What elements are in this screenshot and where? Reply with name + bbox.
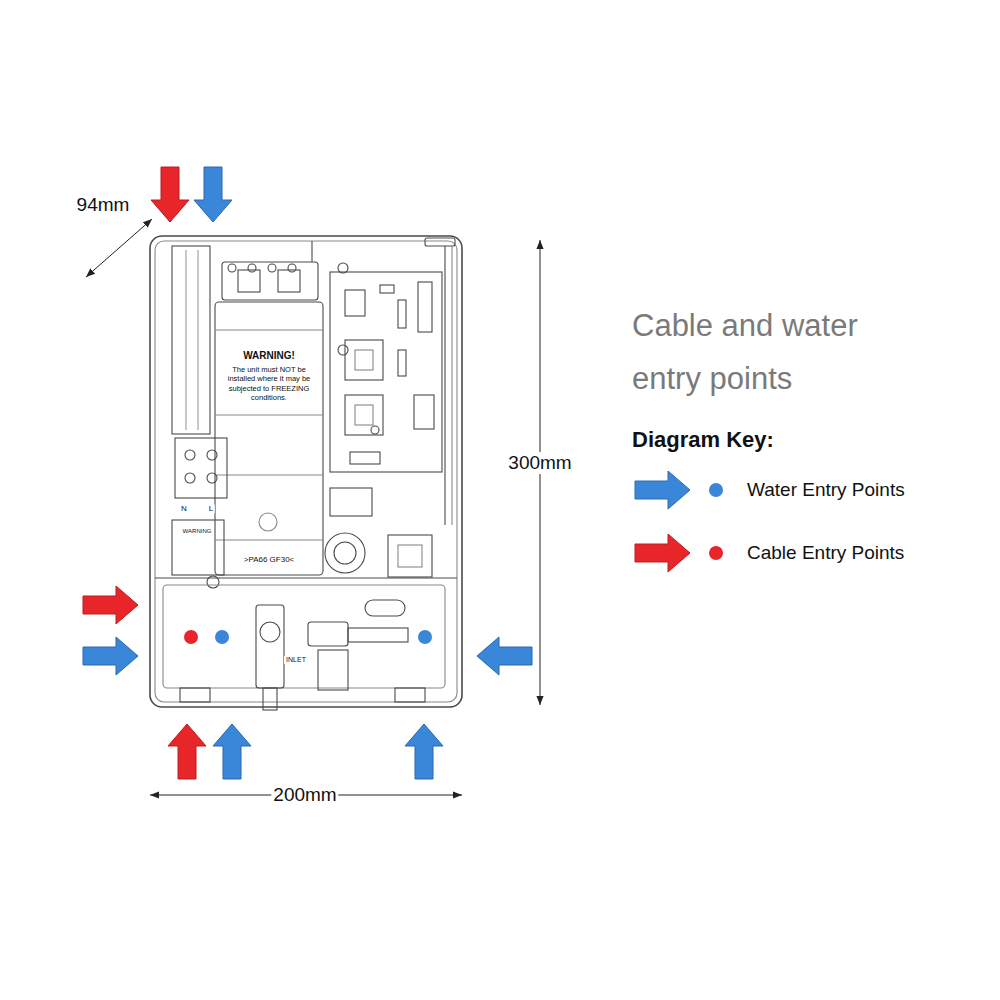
relay-core: [355, 405, 373, 425]
component: [398, 300, 406, 328]
housing-tab: [425, 238, 455, 246]
legend-dot: [709, 546, 723, 560]
tank-line: [215, 414, 323, 415]
legend-arrow: [635, 534, 690, 572]
dimension-label: 94mm: [75, 194, 132, 216]
housing-outline: [150, 236, 462, 707]
inlet-body: [256, 605, 284, 688]
foot: [395, 688, 425, 702]
warning-note: The unit must NOT be installed where it …: [219, 365, 319, 403]
bolt: [338, 345, 348, 355]
legend-heading: Diagram Key:: [632, 427, 774, 452]
relay-core: [355, 350, 373, 370]
dimension-label: 300mm: [506, 452, 573, 474]
legend-dot: [709, 483, 723, 497]
bolt: [248, 264, 256, 272]
terminal-label: N: [179, 504, 189, 513]
tank-line: [215, 539, 323, 540]
terminal-screw: [207, 450, 217, 460]
title-text: Cable and water entry points: [632, 299, 907, 405]
component: [418, 282, 432, 332]
shower-unit-drawing: [150, 236, 462, 710]
cable-entry-arrow: [151, 167, 189, 222]
water-entry-arrow: [213, 724, 251, 779]
side-rail: [444, 246, 445, 525]
water-entry-dot: [215, 630, 229, 644]
relay: [345, 395, 383, 435]
housing-seam: [311, 241, 312, 262]
warning-sticker: [172, 520, 224, 575]
component: [398, 350, 406, 376]
legend-arrow: [635, 471, 690, 509]
control-board: [330, 272, 442, 472]
pipe: [308, 622, 348, 646]
component: [345, 290, 365, 316]
legend-text: Water Entry Points: [747, 479, 905, 501]
inlet-nozzle: [263, 688, 277, 710]
water-entry-arrow: [405, 724, 443, 779]
terminal-screw: [185, 473, 195, 483]
cable-channel: [172, 246, 210, 434]
lower-chamber: [163, 585, 445, 688]
tank-line: [215, 329, 323, 330]
bolt: [288, 264, 296, 272]
water-entry-arrow: [194, 167, 232, 222]
legend-item: Cable Entry Points: [632, 531, 972, 575]
bolt: [268, 264, 276, 272]
bolt: [371, 426, 379, 434]
cable-entry-arrow: [83, 586, 138, 624]
tank-cap: [222, 262, 318, 300]
recycle-mark: [259, 513, 277, 531]
terminal-screw: [207, 473, 217, 483]
water-entry-dot: [418, 630, 432, 644]
depth-dimension: [86, 219, 152, 277]
component: [380, 285, 394, 293]
connector: [350, 452, 380, 464]
solenoid-core: [398, 545, 422, 567]
sticker-label: WARNING: [181, 528, 214, 535]
foot: [180, 688, 210, 702]
bracket: [318, 650, 348, 690]
channel-line: [185, 250, 186, 430]
legend-swatch: [632, 531, 732, 575]
relay: [345, 340, 383, 380]
water-entry-arrow: [477, 637, 532, 675]
terminal-block: [175, 438, 227, 498]
solenoid: [388, 535, 432, 577]
warning-heading: WARNING!: [241, 350, 297, 362]
cap-port: [238, 270, 260, 292]
flow-valve-core: [334, 542, 356, 564]
divider: [155, 577, 457, 578]
part-label: INLET: [284, 656, 308, 664]
water-entry-arrow: [83, 637, 138, 675]
side-rail: [451, 246, 452, 525]
heater-tank: [215, 302, 323, 575]
legend-item: Water Entry Points: [632, 468, 972, 512]
component: [414, 395, 434, 429]
legend-text: Cable Entry Points: [747, 542, 904, 564]
tank-line: [215, 474, 323, 475]
dimension-label: 200mm: [271, 784, 338, 806]
terminal-screw: [185, 450, 195, 460]
pipe: [348, 628, 408, 642]
channel-line: [197, 250, 198, 430]
legend-swatch: [632, 468, 732, 512]
terminal-label: L: [207, 504, 215, 513]
bolt: [228, 264, 236, 272]
material-mark: >PA66 GF30<: [242, 555, 297, 564]
clip: [365, 600, 405, 616]
inlet-valve: [260, 622, 280, 642]
housing-inner: [155, 241, 457, 702]
cable-entry-arrow: [168, 724, 206, 779]
cable-entry-dot: [184, 630, 198, 644]
valve-body: [330, 488, 372, 516]
cap-port: [278, 270, 300, 292]
flow-valve: [325, 533, 365, 573]
